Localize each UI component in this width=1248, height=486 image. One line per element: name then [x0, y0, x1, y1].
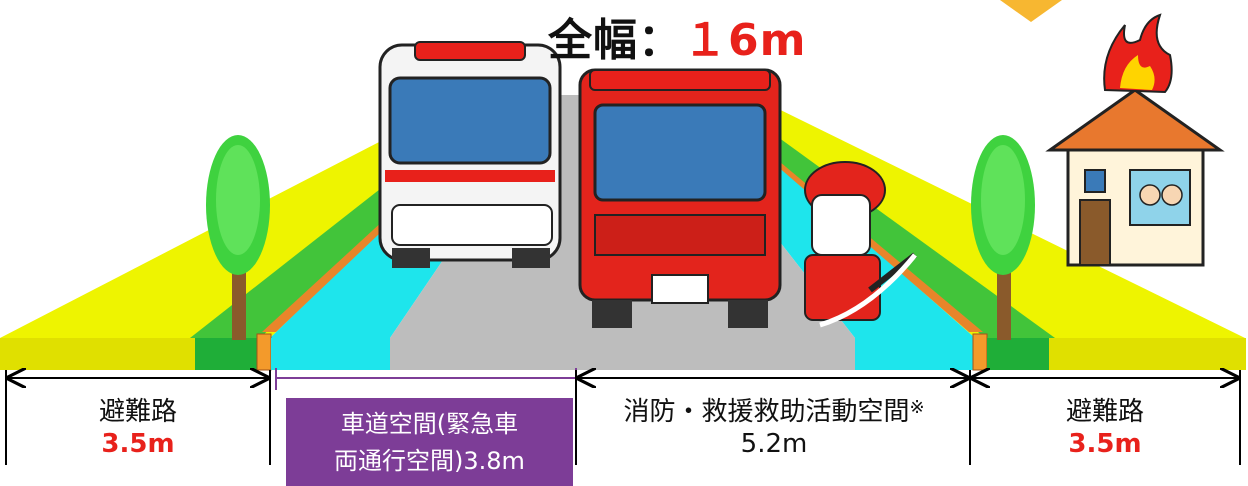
total-width-value: １6m	[683, 15, 807, 66]
burning-house-icon	[1045, 88, 1225, 267]
section-name: 消防・救援救助活動空間	[623, 397, 910, 427]
tree-icon	[206, 135, 270, 340]
section-name: 避難路	[1065, 397, 1144, 427]
section-width: 3.5m	[101, 429, 175, 459]
firefighting-space-label: 消防・救援救助活動空間※ 5.2m	[580, 396, 968, 460]
evacuation-route-right-label: 避難路 3.5m	[972, 396, 1238, 460]
footnote-mark: ※	[909, 397, 925, 418]
front-strip	[0, 333, 1246, 371]
fire-icon	[1103, 13, 1173, 94]
section-name: 避難路	[98, 397, 177, 427]
roadway-label-line1: 車道空間(緊急車	[340, 410, 519, 438]
fire-truck-icon	[578, 68, 782, 328]
roadway-bracket	[275, 368, 577, 390]
total-width-title: 全幅：１6m	[548, 4, 806, 68]
roadway-label-line2: 両通行空間)3.8m	[334, 447, 525, 475]
tree-icon	[971, 135, 1035, 340]
total-width-prefix: 全幅：	[548, 15, 683, 66]
ambulance-icon	[378, 41, 562, 268]
evacuation-route-left-label: 避難路 3.5m	[6, 396, 270, 460]
section-width: 3.5m	[1068, 429, 1142, 459]
section-width: 5.2m	[740, 429, 808, 459]
roadway-space-label: 車道空間(緊急車 両通行空間)3.8m	[286, 398, 573, 486]
arrow-tip-decoration	[1000, 0, 1062, 22]
dimension-lines	[5, 370, 1241, 465]
firefighter-icon	[804, 161, 917, 328]
